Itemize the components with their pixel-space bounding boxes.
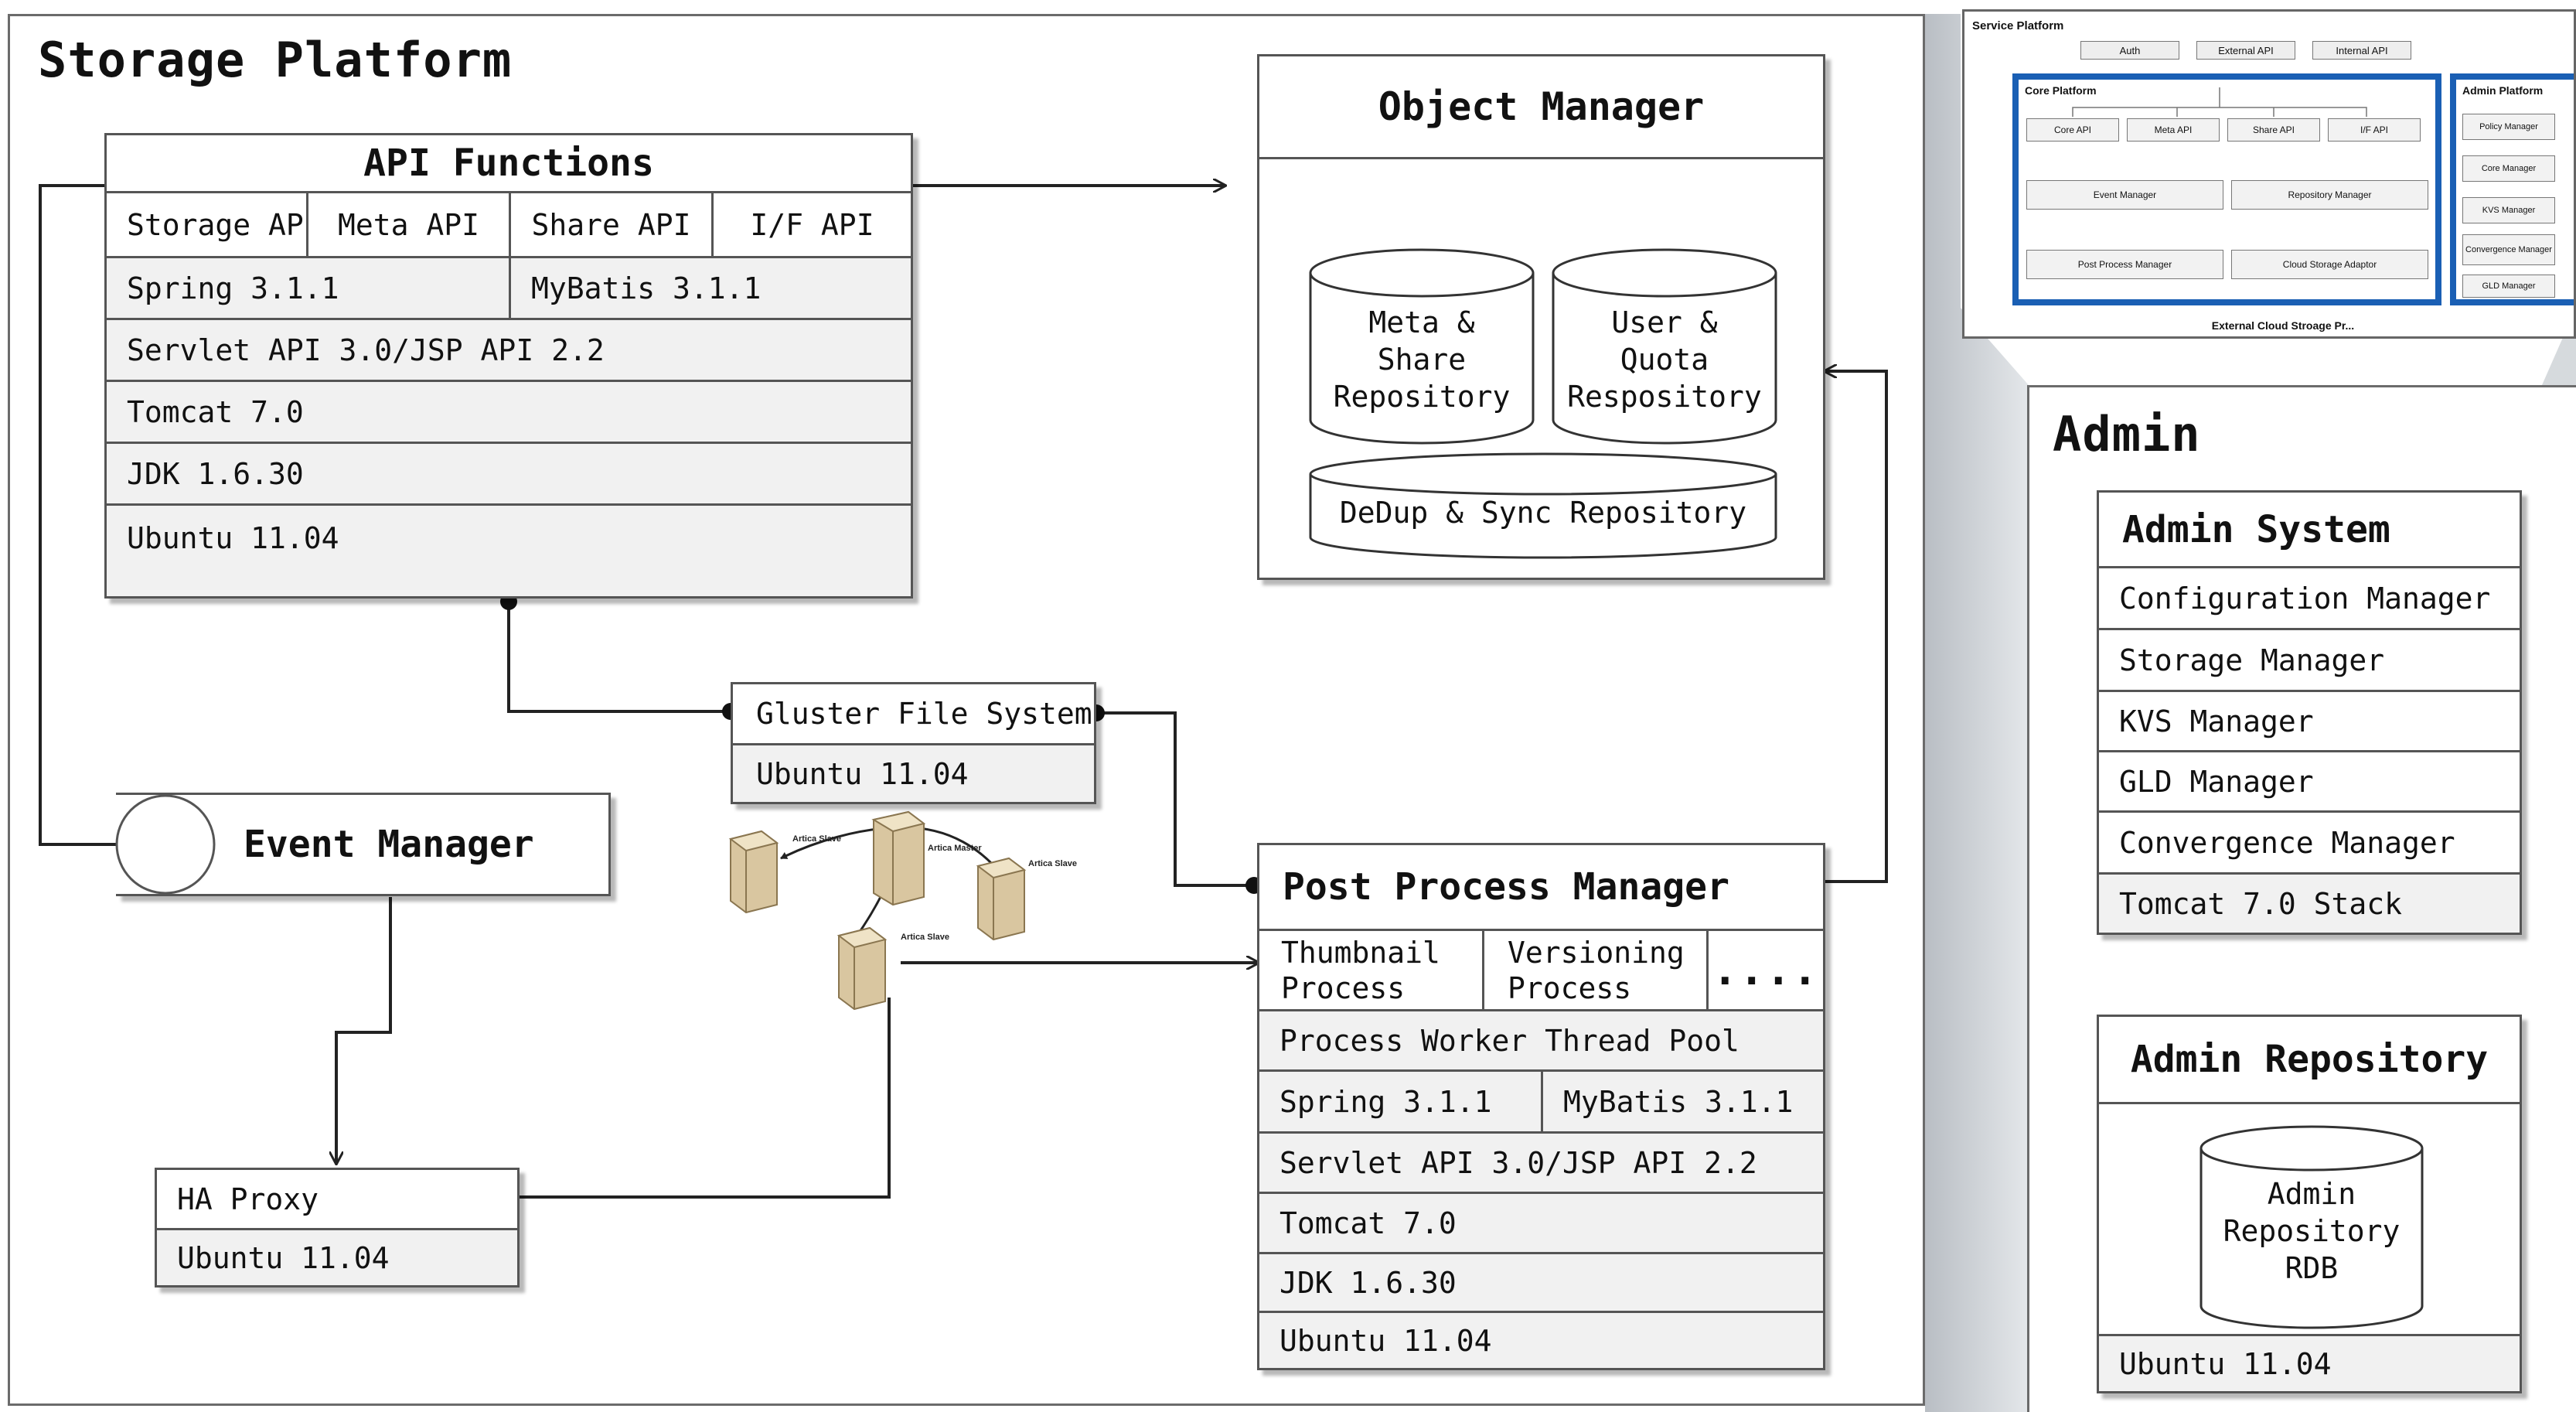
core-platform-label: Core Platform xyxy=(2025,84,2097,97)
event-ha-arrow xyxy=(336,897,392,1164)
external-cloud-footer: External Cloud Stroage Pr... xyxy=(2211,319,2355,332)
admin-system-box: Admin System Configuration Manager Stora… xyxy=(2097,490,2522,935)
framework-row: Spring 3.1.1 MyBatis 3.1.1 xyxy=(107,256,911,318)
admin-repo-ubuntu-row: Ubuntu 11.04 xyxy=(2099,1334,2520,1391)
gluster-title: Gluster File System xyxy=(733,684,1094,743)
api-gluster-line xyxy=(507,602,731,713)
object-manager-title: Object Manager xyxy=(1378,84,1705,129)
ha-servers-line xyxy=(520,998,891,1199)
server-label: Artica Slave xyxy=(792,834,841,844)
admin-gld-box: GLD Manager xyxy=(2462,275,2555,298)
server-label: Artica Master xyxy=(928,844,982,853)
core-event-manager-box: Event Manager xyxy=(2026,180,2223,210)
more-processes-cell: .... xyxy=(1706,931,1823,1009)
tomcat-stack-row: Tomcat 7.0 Stack xyxy=(2099,872,2520,933)
core-meta-api-box: Meta API xyxy=(2127,118,2220,142)
admin-repository-title: Admin Repository xyxy=(2130,1038,2489,1081)
core-platform-frame: Core Platform Core API Meta API Share AP… xyxy=(2012,73,2441,305)
jdk-row: JDK 1.6.30 xyxy=(107,442,911,503)
admin-kvs-box: KVS Manager xyxy=(2462,197,2555,223)
server-cluster: Artica Slave Artica Master Artica Slave … xyxy=(728,810,1077,1011)
pp-tomcat-row: Tomcat 7.0 xyxy=(1259,1192,1823,1252)
meta-share-label: Meta & Share Repository xyxy=(1333,305,1511,414)
server-icon xyxy=(871,810,926,906)
ha-proxy-title: HA Proxy xyxy=(157,1170,517,1228)
pp-mybatis-cell: MyBatis 3.1.1 xyxy=(1541,1072,1823,1131)
core-cloud-adaptor-box: Cloud Storage Adaptor xyxy=(2231,250,2428,279)
post-process-title: Post Process Manager xyxy=(1283,865,1729,909)
storage-manager-row: Storage Manager xyxy=(2099,628,2520,690)
post-object-arrow xyxy=(1825,371,1888,883)
meta-share-cylinder xyxy=(1309,273,1535,445)
admin-repository-box: Admin Repository Admin Repository RDB Ub… xyxy=(2097,1015,2522,1393)
user-quota-label: User & Quota Respository xyxy=(1567,305,1762,414)
gluster-ubuntu: Ubuntu 11.04 xyxy=(733,743,1094,802)
core-if-api-box: I/F API xyxy=(2328,118,2421,142)
server-icon xyxy=(976,857,1027,941)
pp-ubuntu-row: Ubuntu 11.04 xyxy=(1259,1311,1823,1368)
pp-framework-row: Spring 3.1.1 MyBatis 3.1.1 xyxy=(1259,1069,1823,1131)
api-list-row: Storage API Meta API Share API I/F API xyxy=(107,191,911,256)
service-auth: Auth xyxy=(2080,41,2179,60)
gluster-box: Gluster File System Ubuntu 11.04 xyxy=(731,682,1096,804)
admin-policy-box: Policy Manager xyxy=(2462,114,2555,140)
service-internal-api: Internal API xyxy=(2312,41,2411,60)
versioning-process-cell: Versioning Process xyxy=(1482,931,1706,1009)
post-process-manager-box: Post Process Manager Thumbnail Process V… xyxy=(1257,843,1825,1370)
tomcat-row: Tomcat 7.0 xyxy=(107,380,911,442)
service-platform-label: Service Platform xyxy=(1972,19,2064,32)
spring-cell: Spring 3.1.1 xyxy=(107,258,509,318)
ha-proxy-ubuntu: Ubuntu 11.04 xyxy=(157,1228,517,1285)
thumbnail-process-cell: Thumbnail Process xyxy=(1259,931,1482,1009)
admin-core-box: Core Manager xyxy=(2462,155,2555,182)
gld-manager-row: GLD Manager xyxy=(2099,750,2520,810)
pp-servlet-row: Servlet API 3.0/JSP API 2.2 xyxy=(1259,1131,1823,1192)
user-quota-cylinder xyxy=(1552,273,1777,445)
servlet-row: Servlet API 3.0/JSP API 2.2 xyxy=(107,318,911,380)
dedup-label: DeDup & Sync Repository xyxy=(1339,496,1747,530)
convergence-manager-row: Convergence Manager xyxy=(2099,810,2520,872)
ubuntu-row: Ubuntu 11.04 xyxy=(107,503,911,596)
server-label: Artica Slave xyxy=(1028,859,1077,868)
storage-api-cell: Storage API xyxy=(107,193,322,256)
service-external-api: External API xyxy=(2196,41,2295,60)
pp-spring-cell: Spring 3.1.1 xyxy=(1259,1072,1541,1131)
server-icon xyxy=(837,926,888,1011)
admin-system-title: Admin System xyxy=(2122,507,2390,551)
object-manager-box: Object Manager Meta & Share Repository U… xyxy=(1257,54,1825,580)
storage-platform-title: Storage Platform xyxy=(38,32,513,88)
server-label: Artica Slave xyxy=(901,933,949,942)
ha-proxy-box: HA Proxy Ubuntu 11.04 xyxy=(155,1168,520,1288)
thread-pool-row: Process Worker Thread Pool xyxy=(1259,1009,1823,1069)
kvs-manager-row: KVS Manager xyxy=(2099,690,2520,750)
config-manager-row: Configuration Manager xyxy=(2099,566,2520,628)
rdb-label: Admin Repository RDB xyxy=(2223,1177,2401,1285)
event-queue-icon xyxy=(115,794,216,895)
gluster-post-line xyxy=(1096,711,1254,887)
meta-api-cell: Meta API xyxy=(306,193,509,256)
server-icon xyxy=(728,830,779,914)
admin-title: Admin xyxy=(2053,406,2201,462)
dedup-cylinder xyxy=(1309,474,1777,559)
core-post-process-box: Post Process Manager xyxy=(2026,250,2223,279)
admin-convergence-box: Convergence Manager xyxy=(2462,234,2555,265)
architecture-thumbnail: Service Platform Auth External API Inter… xyxy=(1962,9,2576,339)
pp-jdk-row: JDK 1.6.30 xyxy=(1259,1252,1823,1311)
admin-platform-frame: Admin Platform Policy Manager Core Manag… xyxy=(2450,73,2574,305)
core-share-api-box: Share API xyxy=(2227,118,2320,142)
core-api-box: Core API xyxy=(2026,118,2119,142)
rdb-cylinder xyxy=(2199,1125,2424,1329)
admin-platform-label: Admin Platform xyxy=(2462,84,2544,97)
share-api-cell: Share API xyxy=(509,193,711,256)
event-manager-title: Event Manager xyxy=(244,823,534,866)
mybatis-cell: MyBatis 3.1.1 xyxy=(509,258,911,318)
core-repository-manager-box: Repository Manager xyxy=(2231,180,2428,210)
api-event-line xyxy=(39,184,116,846)
repository-cylinders xyxy=(1309,248,1777,559)
process-row: Thumbnail Process Versioning Process ...… xyxy=(1259,929,1823,1009)
api-functions-box: API Functions Storage API Meta API Share… xyxy=(104,133,913,599)
if-api-cell: I/F API xyxy=(711,193,911,256)
api-functions-title: API Functions xyxy=(363,142,654,185)
